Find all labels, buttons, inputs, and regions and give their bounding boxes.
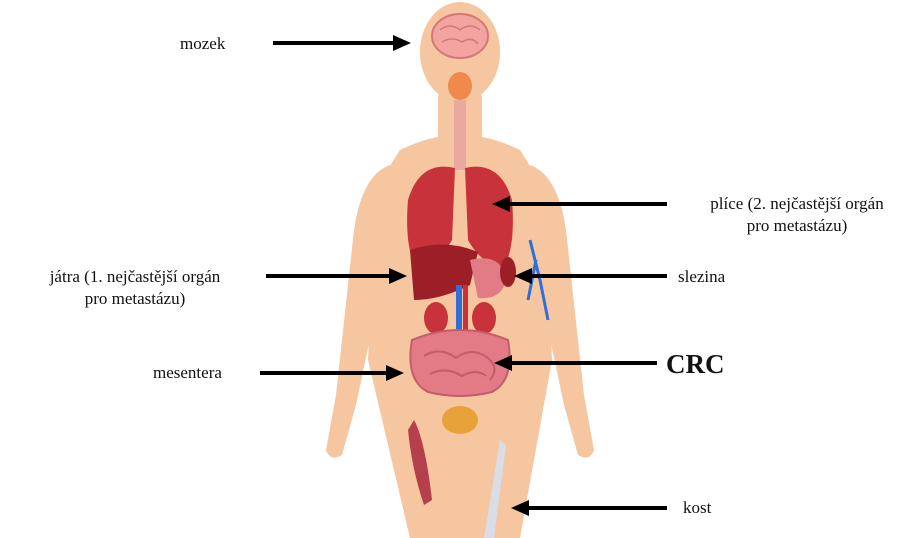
label-lungs-line2: pro metastázu) <box>678 215 916 237</box>
label-bone: kost <box>683 497 711 519</box>
label-mesentery: mesentera <box>153 362 222 384</box>
right-kidney-shape <box>472 302 496 334</box>
bladder-shape <box>442 406 478 434</box>
spleen-shape <box>500 257 516 287</box>
brain-shape <box>432 14 488 58</box>
label-liver-line2: pro metastázu) <box>6 288 264 310</box>
label-lungs-line1: plíce (2. nejčastější orgán <box>678 193 916 215</box>
left-kidney-shape <box>424 302 448 334</box>
arrowhead-brain <box>393 35 411 51</box>
label-liver: játra (1. nejčastější orgán pro metastáz… <box>6 266 264 310</box>
trachea-shape <box>454 100 466 170</box>
label-spleen: slezina <box>678 266 725 288</box>
thyroid-shape <box>448 72 472 100</box>
label-liver-line1: játra (1. nejčastější orgán <box>6 266 264 288</box>
label-lungs: plíce (2. nejčastější orgán pro metastáz… <box>678 193 916 237</box>
label-crc: CRC <box>666 348 725 380</box>
label-brain: mozek <box>180 33 225 55</box>
